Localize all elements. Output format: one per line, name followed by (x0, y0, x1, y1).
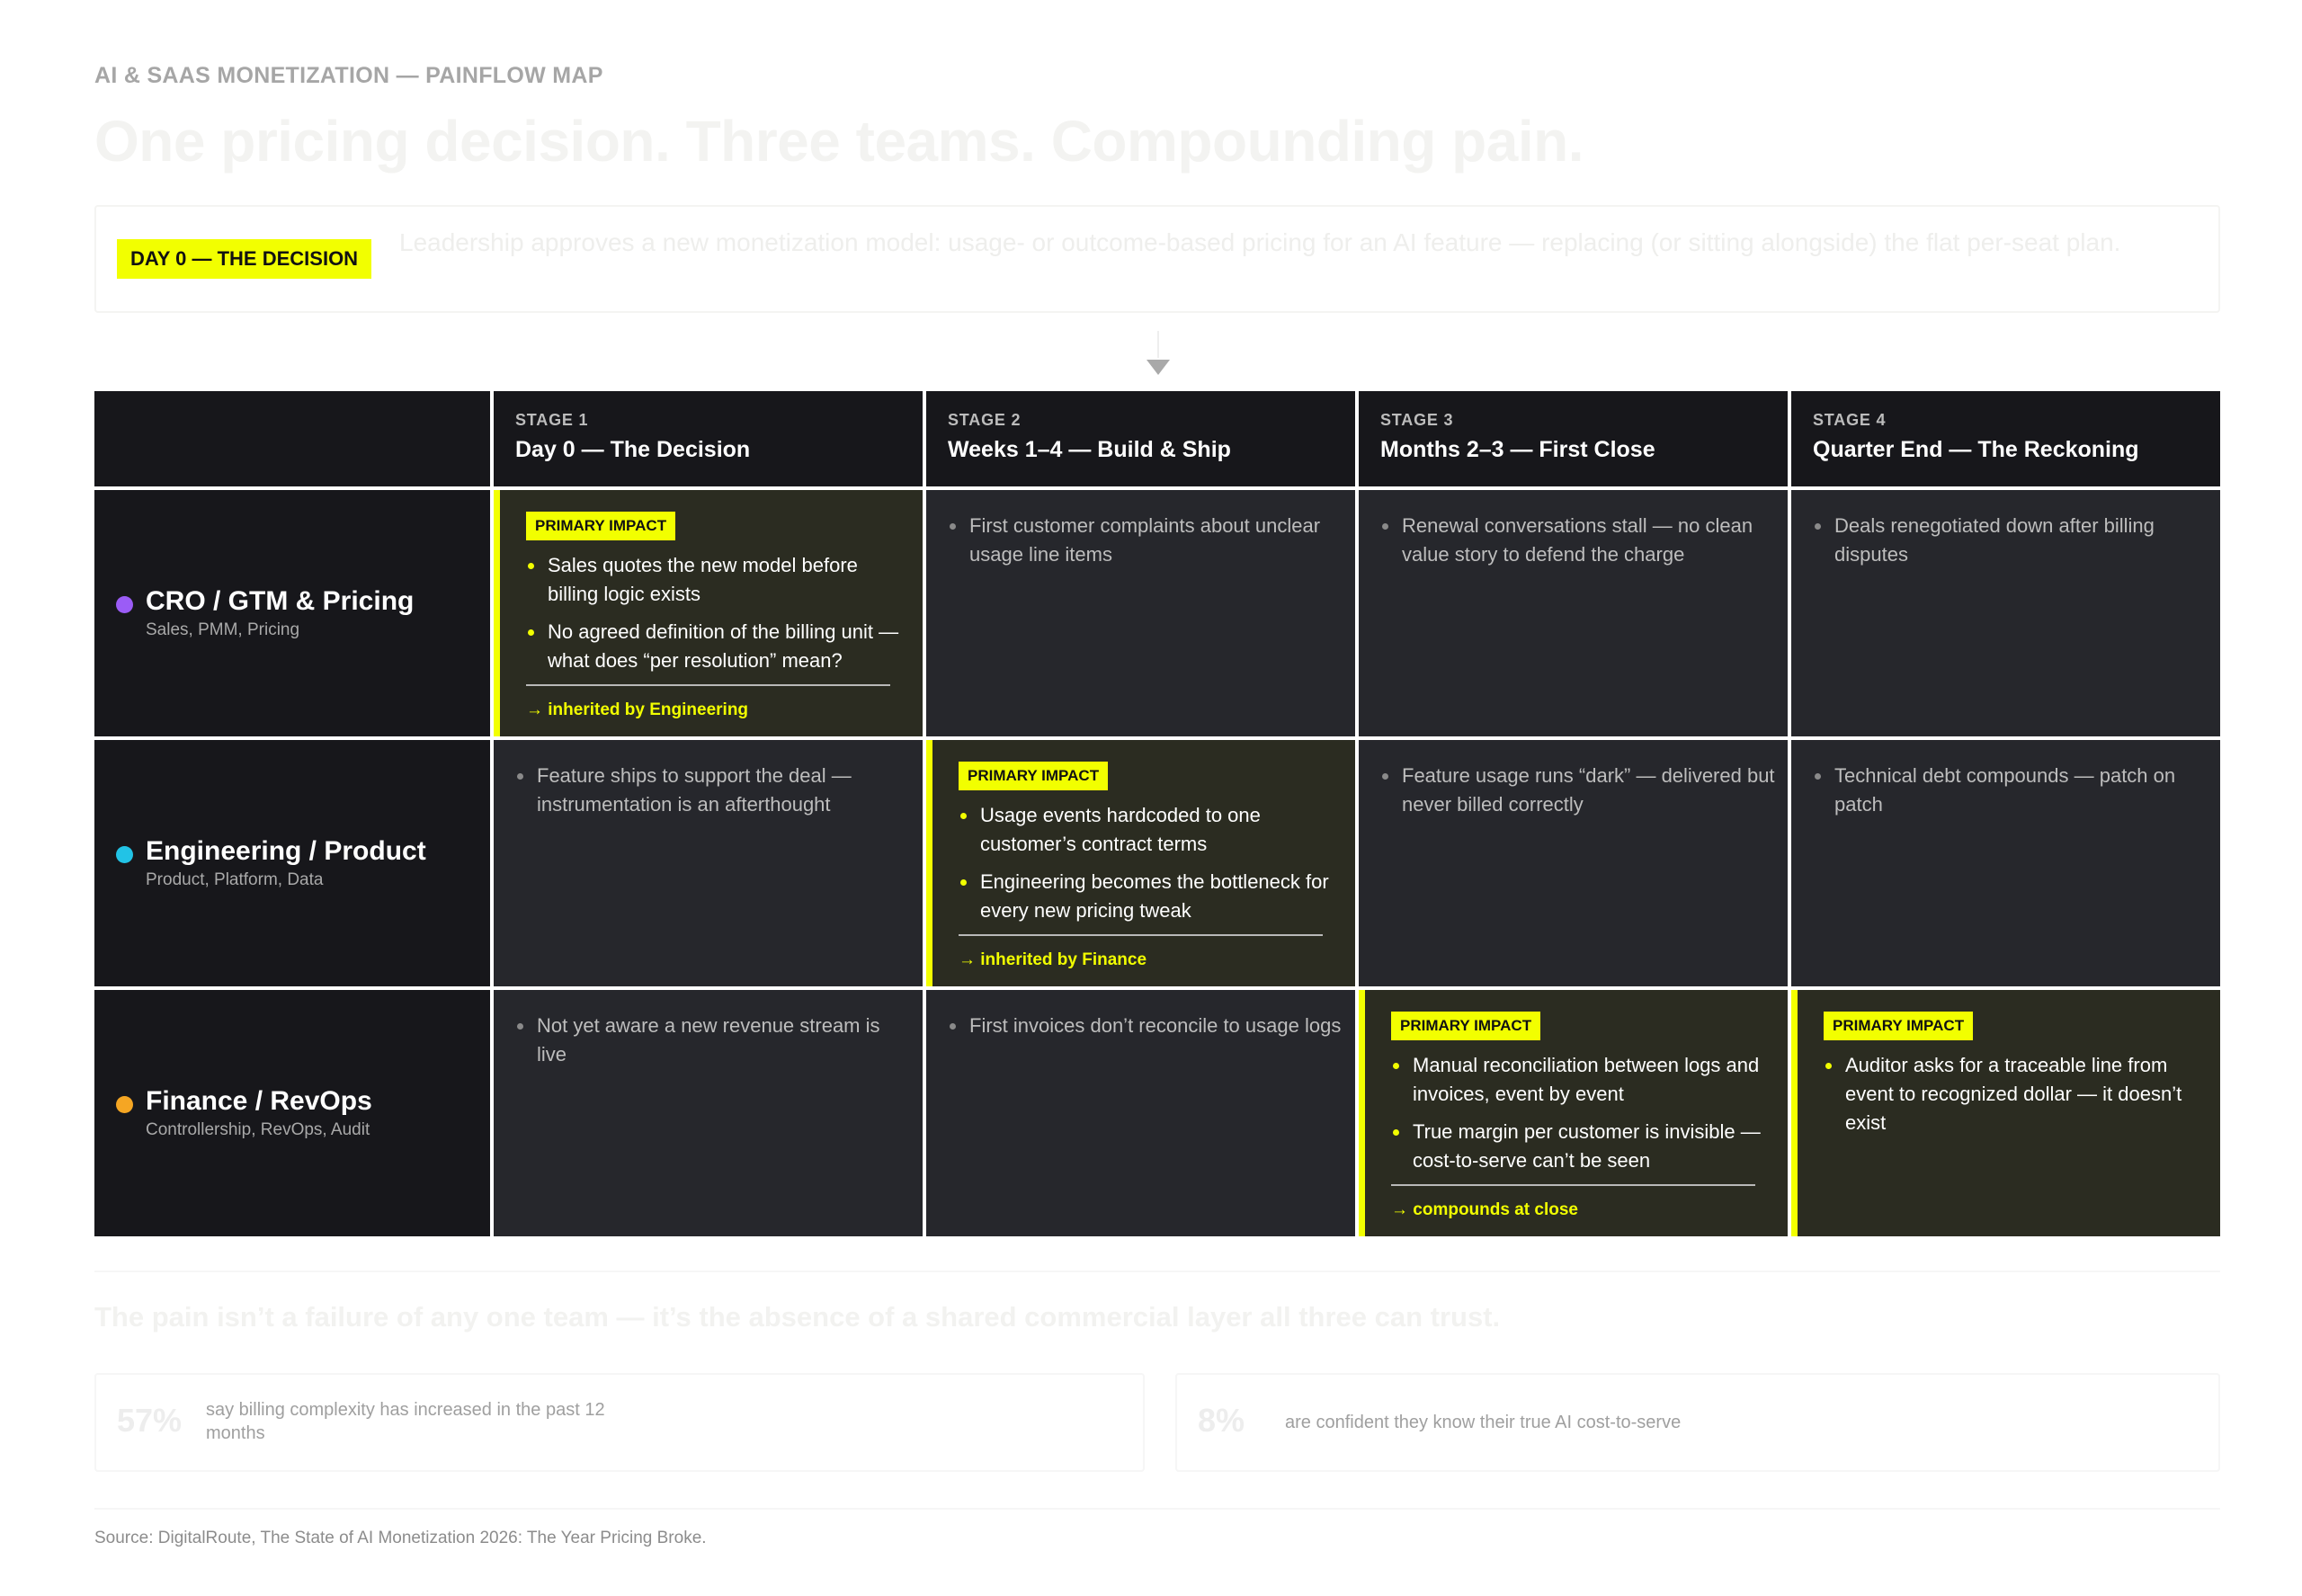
list-item: First customer complaints about unclear … (948, 512, 1343, 569)
source-citation: Source: DigitalRoute, The State of AI Mo… (94, 1529, 707, 1547)
flow-connector (1157, 331, 1159, 358)
list-item: Auditor asks for a traceable line from e… (1824, 1051, 2208, 1137)
list-item: Technical debt compounds — patch on patc… (1813, 762, 2208, 819)
eyebrow-label: AI & SAAS MONETIZATION — PAINFLOW MAP (94, 63, 603, 88)
cell-eng-stage1: Feature ships to support the deal — inst… (494, 740, 923, 986)
cell-cro-stage1: PRIMARY IMPACT Sales quotes the new mode… (494, 490, 923, 736)
team-name: CRO / GTM & Pricing (146, 586, 415, 616)
handoff-note: → compounds at close (1391, 1200, 1578, 1219)
list-item: Feature usage runs “dark” — delivered bu… (1380, 762, 1775, 819)
cell-cro-stage4: Deals renegotiated down after billing di… (1791, 490, 2220, 736)
team-subtitle: Sales, PMM, Pricing (146, 620, 300, 639)
list-item: Sales quotes the new model before billin… (526, 551, 910, 609)
stage-header-4: STAGE 4 Quarter End — The Reckoning (1791, 391, 2220, 486)
primary-impact-badge: PRIMARY IMPACT (526, 512, 676, 540)
stage-title: Weeks 1–4 — Build & Ship (948, 437, 1231, 462)
decision-badge: DAY 0 — THE DECISION (117, 239, 372, 279)
takeaway-text: The pain isn’t a failure of any one team… (94, 1301, 1501, 1333)
stage-title: Months 2–3 — First Close (1380, 437, 1655, 462)
primary-impact-badge: PRIMARY IMPACT (1391, 1012, 1541, 1040)
arrow-down-icon (1147, 360, 1170, 375)
stage-title: Quarter End — The Reckoning (1813, 437, 2139, 462)
team-dot-icon (116, 1095, 133, 1113)
list-item: Feature ships to support the deal — inst… (515, 762, 910, 819)
team-engineering: Engineering / Product Product, Platform,… (94, 740, 490, 986)
list-item: Engineering becomes the bottleneck for e… (959, 868, 1343, 925)
handoff-note: → inherited by Engineering (526, 700, 749, 719)
cell-cro-stage3: Renewal conversations stall — no clean v… (1359, 490, 1788, 736)
cell-eng-stage4: Technical debt compounds — patch on patc… (1791, 740, 2220, 986)
stat-value: 57% (117, 1402, 183, 1439)
cell-cro-stage2: First customer complaints about unclear … (926, 490, 1355, 736)
cell-fin-stage4: PRIMARY IMPACT Auditor asks for a tracea… (1791, 990, 2220, 1236)
stage-header-2: STAGE 2 Weeks 1–4 — Build & Ship (926, 391, 1355, 486)
list-item: Deals renegotiated down after billing di… (1813, 512, 2208, 569)
decision-text: Leadership approves a new monetization m… (399, 228, 2121, 256)
team-cro: CRO / GTM & Pricing Sales, PMM, Pricing (94, 490, 490, 736)
section-divider (94, 1508, 2220, 1510)
stage-label: STAGE 4 (1813, 411, 1887, 429)
divider (1391, 1184, 1755, 1186)
list-item: Renewal conversations stall — no clean v… (1380, 512, 1775, 569)
section-divider (94, 1271, 2220, 1272)
stage-title: Day 0 — The Decision (515, 437, 751, 462)
primary-impact-badge: PRIMARY IMPACT (1824, 1012, 1974, 1040)
stat-card-1: 57% say billing complexity has increased… (94, 1373, 1145, 1472)
team-dot-icon (116, 845, 133, 863)
list-item: Not yet aware a new revenue stream is li… (515, 1012, 910, 1069)
team-name: Finance / RevOps (146, 1086, 372, 1116)
decision-banner: DAY 0 — THE DECISION Leadership approves… (94, 205, 2220, 313)
divider (959, 934, 1323, 936)
painflow-grid: STAGE 1 Day 0 — The Decision STAGE 2 Wee… (94, 391, 2220, 1236)
team-dot-icon (116, 595, 133, 613)
cell-fin-stage1: Not yet aware a new revenue stream is li… (494, 990, 923, 1236)
divider (526, 684, 890, 686)
primary-impact-badge: PRIMARY IMPACT (959, 762, 1109, 790)
stat-description: are confident they know their true AI co… (1285, 1413, 1682, 1432)
stage-label: STAGE 1 (515, 411, 589, 429)
grid-corner (94, 391, 490, 486)
stat-description: say billing complexity has increased in … (206, 1400, 605, 1443)
list-item: Manual reconciliation between logs and i… (1391, 1051, 1775, 1109)
page-title: One pricing decision. Three teams. Compo… (94, 109, 1584, 174)
stage-label: STAGE 3 (1380, 411, 1454, 429)
team-name: Engineering / Product (146, 836, 426, 866)
team-subtitle: Controllership, RevOps, Audit (146, 1120, 370, 1139)
stage-header-3: STAGE 3 Months 2–3 — First Close (1359, 391, 1788, 486)
list-item: No agreed definition of the billing unit… (526, 618, 910, 675)
team-subtitle: Product, Platform, Data (146, 870, 324, 889)
list-item: First invoices don’t reconcile to usage … (948, 1012, 1343, 1040)
cell-fin-stage3: PRIMARY IMPACT Manual reconciliation bet… (1359, 990, 1788, 1236)
stat-value: 8% (1198, 1402, 1245, 1439)
cell-fin-stage2: First invoices don’t reconcile to usage … (926, 990, 1355, 1236)
cell-eng-stage3: Feature usage runs “dark” — delivered bu… (1359, 740, 1788, 986)
stat-card-2: 8% are confident they know their true AI… (1175, 1373, 2220, 1472)
handoff-note: → inherited by Finance (959, 950, 1147, 969)
list-item: Usage events hardcoded to one customer’s… (959, 801, 1343, 859)
team-finance: Finance / RevOps Controllership, RevOps,… (94, 990, 490, 1236)
list-item: True margin per customer is invisible — … (1391, 1118, 1775, 1175)
stage-header-1: STAGE 1 Day 0 — The Decision (494, 391, 923, 486)
stage-label: STAGE 2 (948, 411, 1022, 429)
cell-eng-stage2: PRIMARY IMPACT Usage events hardcoded to… (926, 740, 1355, 986)
